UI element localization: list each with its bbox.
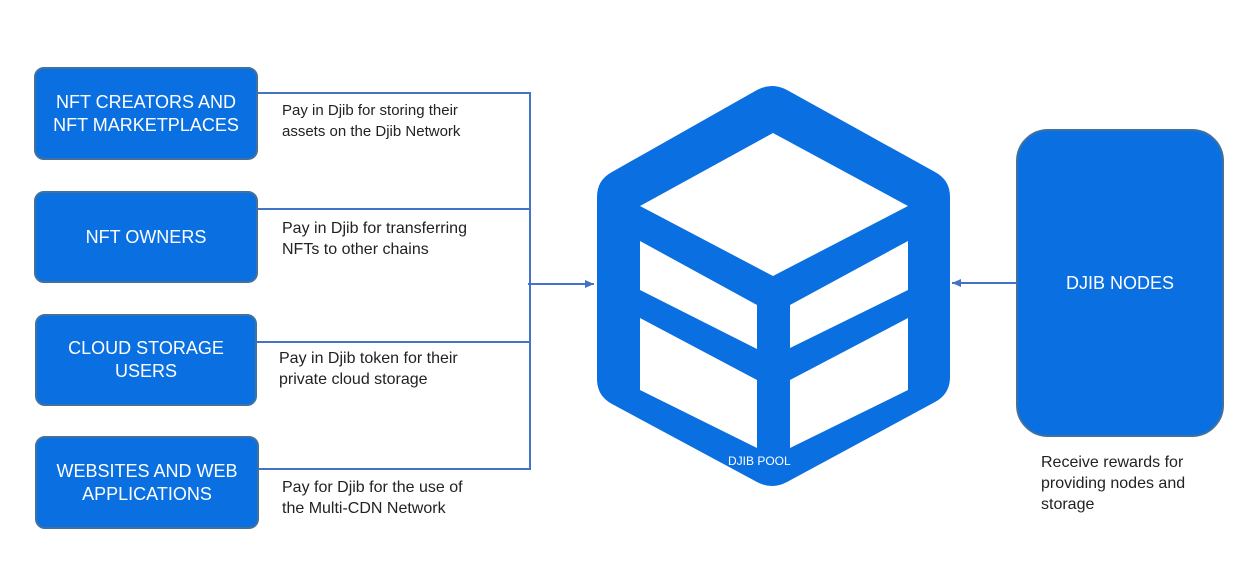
djib-pool-logo (597, 86, 950, 486)
source-nft-owners-box: NFT OWNERS (34, 191, 258, 283)
websites-description: Pay for Djib for the use of the Multi-CD… (282, 479, 463, 517)
cube-top-face (640, 133, 908, 276)
djib-nodes-box: DJIB NODES (1016, 129, 1224, 437)
cloud-storage-description: Pay in Djib token for their private clou… (279, 350, 458, 388)
nft-owners-description: Pay in Djib for transferring NFTs to oth… (282, 220, 467, 258)
cube-left-lower-face (640, 318, 757, 448)
source-nft-creators-box: NFT CREATORS AND NFT MARKETPLACES (34, 67, 258, 160)
cube-left-upper-face (640, 241, 757, 349)
cube-right-face (790, 241, 908, 348)
nft-creators-description: Pay in Djib for storing their assets on … (282, 102, 461, 140)
pool-label: DJIB POOL (728, 454, 791, 468)
cube-bottom-face (790, 318, 908, 448)
source-websites-box: WEBSITES AND WEB APPLICATIONS (35, 436, 259, 529)
nodes-description: Receive rewards for providing nodes and … (1041, 454, 1186, 513)
source-cloud-storage-box: CLOUD STORAGE USERS (35, 314, 257, 406)
